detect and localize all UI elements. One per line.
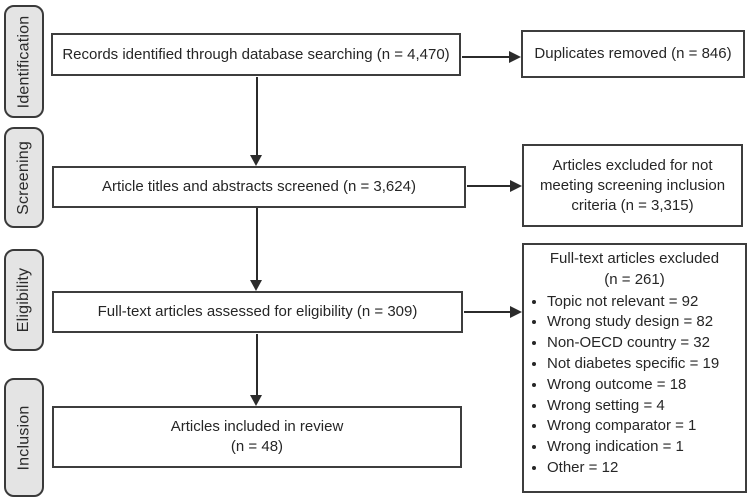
- arrow-right-records-to-duplicates: [462, 56, 509, 58]
- flow-box-titles-abstracts-screened: Article titles and abstracts screened (n…: [52, 166, 466, 208]
- exclusion-reason: Other = 12: [547, 458, 741, 479]
- side-box-fulltext-excluded: Full-text articles excluded (n = 261) To…: [522, 243, 747, 493]
- arrow-down-eligibility-to-included: [256, 334, 258, 395]
- arrowhead-down-icon: [250, 155, 262, 166]
- flow-box-eligibility-text: Full-text articles assessed for eligibil…: [97, 303, 418, 320]
- side-box-screening-excluded: Articles excluded for not meeting screen…: [522, 144, 743, 227]
- stage-label-identification: Identification: [4, 5, 44, 118]
- exclusion-reason: Wrong study design = 82: [547, 312, 741, 333]
- arrowhead-down-icon: [250, 395, 262, 406]
- arrowhead-right-icon: [509, 51, 521, 63]
- arrow-down-screened-to-eligibility: [256, 208, 258, 280]
- fulltext-excluded-reason-list: Topic not relevant = 92 Wrong study desi…: [532, 292, 741, 479]
- arrow-down-records-to-screened: [256, 77, 258, 155]
- arrowhead-right-icon: [510, 306, 522, 318]
- side-box-duplicates-removed: Duplicates removed (n = 846): [521, 30, 745, 78]
- exclusion-reason: Wrong comparator = 1: [547, 416, 741, 437]
- flow-box-records-identified: Records identified through database sear…: [51, 33, 461, 76]
- exclusion-reason: Not diabetes specific = 19: [547, 354, 741, 375]
- side-box-screening-excluded-text: Articles excluded for not meeting screen…: [539, 156, 726, 214]
- flow-box-fulltext-assessed: Full-text articles assessed for eligibil…: [52, 291, 463, 333]
- exclusion-reason: Wrong indication = 1: [547, 437, 741, 458]
- stage-label-identification-text: Identification: [15, 15, 33, 108]
- stage-label-eligibility: Eligibility: [4, 249, 44, 351]
- flow-box-records-text: Records identified through database sear…: [62, 45, 450, 63]
- stage-label-screening: Screening: [4, 127, 44, 228]
- stage-label-screening-text: Screening: [15, 140, 33, 215]
- stage-label-inclusion-text: Inclusion: [15, 405, 33, 470]
- flow-box-screened-text: Article titles and abstracts screened (n…: [102, 178, 416, 195]
- stage-label-inclusion: Inclusion: [4, 378, 44, 497]
- exclusion-reason: Non-OECD country = 32: [547, 333, 741, 354]
- fulltext-excluded-subtitle: (n = 261): [604, 270, 665, 288]
- stage-label-eligibility-text: Eligibility: [15, 267, 33, 333]
- arrowhead-down-icon: [250, 280, 262, 291]
- arrowhead-right-icon: [510, 180, 522, 192]
- side-box-duplicates-text: Duplicates removed (n = 846): [534, 45, 732, 62]
- flow-box-included-text: Articles included in review (n = 48): [170, 418, 344, 455]
- arrow-right-screened-to-excluded: [467, 185, 510, 187]
- exclusion-reason: Topic not relevant = 92: [547, 292, 741, 313]
- arrow-right-eligibility-to-excluded: [464, 311, 510, 313]
- fulltext-excluded-title: Full-text articles excluded: [549, 250, 720, 267]
- exclusion-reason: Wrong setting = 4: [547, 396, 741, 417]
- flow-box-included-in-review: Articles included in review (n = 48): [52, 406, 462, 468]
- exclusion-reason: Wrong outcome = 18: [547, 375, 741, 396]
